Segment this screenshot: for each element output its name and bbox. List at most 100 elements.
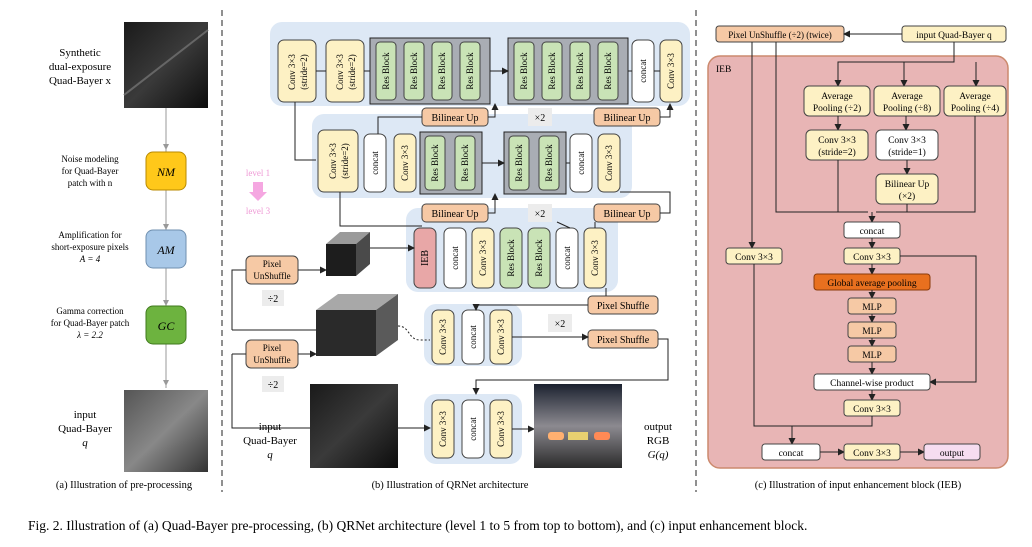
l3-conv [471,227,495,289]
l2-conv [393,133,417,193]
l1-res-8-label: Res Block [603,52,613,90]
l1-res-6 [541,41,563,101]
l2-concat [363,133,387,193]
l3-conv-b-label: Conv 3×3 [590,240,600,276]
output-label-2: RGB [647,435,670,447]
mlp-label-2: MLP [862,327,882,337]
l2-res-2 [454,135,476,191]
pool2-label-1: Average [821,92,852,102]
l2-concat-label: concat [370,151,380,175]
output-label-3: G(q) [648,449,669,461]
pool4-label-2: Pooling (÷4) [951,103,999,114]
l2-concat-b-label: concat [576,151,586,175]
input-label-a-1: input [74,409,97,421]
conv-s1-label-1: Conv 3×3 [888,136,926,146]
l3-res-2 [527,227,551,289]
concat-label-bottom: concat [779,449,804,459]
input-image-b [310,384,398,468]
pool8-box [873,85,941,117]
ieb-block [413,227,437,289]
input-label-b-3: q [267,449,273,461]
gc-label: GC [158,319,176,333]
l2-conv-s2 [317,129,359,193]
l1-concat-label: concat [638,59,648,83]
pixel-shuffle-1-label: Pixel Shuffle [597,301,650,312]
conv-s2-box [805,129,869,161]
channel-product-label: Channel-wise product [830,379,914,389]
l1-res-4-label: Res Block [465,52,475,90]
conv-label-c3: Conv 3×3 [853,449,891,459]
synthetic-title-3: Quad-Bayer x [49,75,112,87]
level-arrow-icon [249,182,267,201]
l2-res-3 [508,135,530,191]
nm-box [145,151,187,191]
l2-conv-label: Conv 3×3 [400,145,410,181]
div2-2: ÷2 [268,380,279,391]
output-label-c: output [940,449,965,459]
synthetic-image-streak [123,29,209,96]
l1-res-2 [403,41,425,101]
l1-res-7 [569,41,591,101]
l1-stride2b-label: (stride=2) [347,54,357,90]
l1-times2-badge [528,108,552,126]
input-label-a-2: Quad-Bayer [58,423,112,435]
pool2-label-2: Pooling (÷2) [813,103,861,114]
nm-desc-1: Noise modeling [61,154,119,164]
pool8-label-2: Pooling (÷8) [883,103,931,114]
l2-res-1 [424,135,446,191]
l1-conv-s2 [277,39,317,103]
conv-s2-label-1: Conv 3×3 [818,136,856,146]
l4-concat-label: concat [468,325,478,349]
am-desc-3: A = 4 [79,254,101,264]
panel-b: Conv 3×3 (stride=2) Conv 3×3 (stride=2) … [231,22,690,491]
l1-times2: ×2 [535,113,546,124]
l1-res-3-label: Res Block [437,52,447,90]
caption-b: (b) Illustration of QRNet architecture [372,480,529,491]
l3-concat [443,227,467,289]
feature-cube-large [316,294,398,356]
conv-label-c2: Conv 3×3 [853,405,891,415]
conv-label-c1: Conv 3×3 [853,253,891,263]
l3-concat-b-label: concat [562,246,572,270]
nm-desc-2: for Quad-Bayer [62,166,119,176]
div2-badge-1 [262,290,284,306]
l1-conv-s2-label: Conv 3×3 [287,54,297,90]
panel-c: Pixel UnShuffle (÷2) (twice) input Quad-… [707,25,1009,491]
synthetic-image [124,22,208,108]
am-label: AM [156,243,175,257]
pixel-shuffle-2-label: Pixel Shuffle [597,335,650,346]
output-image-light-2 [594,432,610,440]
l2-res-4-label: Res Block [544,144,554,182]
l1-stride-label: (stride=2) [299,54,309,90]
l1-res-4 [459,41,481,101]
l5-conv-b-label: Conv 3×3 [496,411,506,447]
synthetic-title-2: dual-exposure [49,61,111,73]
l3-res-1-label: Res Block [506,239,516,277]
l3-concat-b [555,227,579,289]
l2-bilinear-b-label: Bilinear Up [604,209,651,220]
output-image-light-1 [548,432,564,440]
mlp-label-1: MLP [862,303,882,313]
gc-box [145,305,187,345]
l1-bilinear-b-label: Bilinear Up [604,113,651,124]
level3-label: level 3 [246,206,271,216]
feature-cube-small [326,232,370,276]
l1-bilinear-a-label: Bilinear Up [432,113,479,124]
unshuffle-1-label-b: UnShuffle [253,271,290,281]
l2-bilinear-a-label: Bilinear Up [432,209,479,220]
mlp-label-3: MLP [862,351,882,361]
l5-conv-a-label: Conv 3×3 [438,411,448,447]
input-image-a [124,390,208,472]
am-desc-2: short-exposure pixels [51,242,129,252]
l1-res-1-label: Res Block [381,52,391,90]
l1-res-5-label: Res Block [519,52,529,90]
unshuffle-1-label-a: Pixel [263,259,282,269]
l1-res-6-label: Res Block [547,52,557,90]
bilinear-label-2: (×2) [899,191,915,202]
l4-times2-badge [548,314,572,332]
l2-times2: ×2 [535,209,546,220]
l2-conv-b [597,133,621,193]
pool2-box [803,85,871,117]
nm-desc-3: patch with n [68,178,113,188]
ieb-label: IEB [420,250,431,266]
